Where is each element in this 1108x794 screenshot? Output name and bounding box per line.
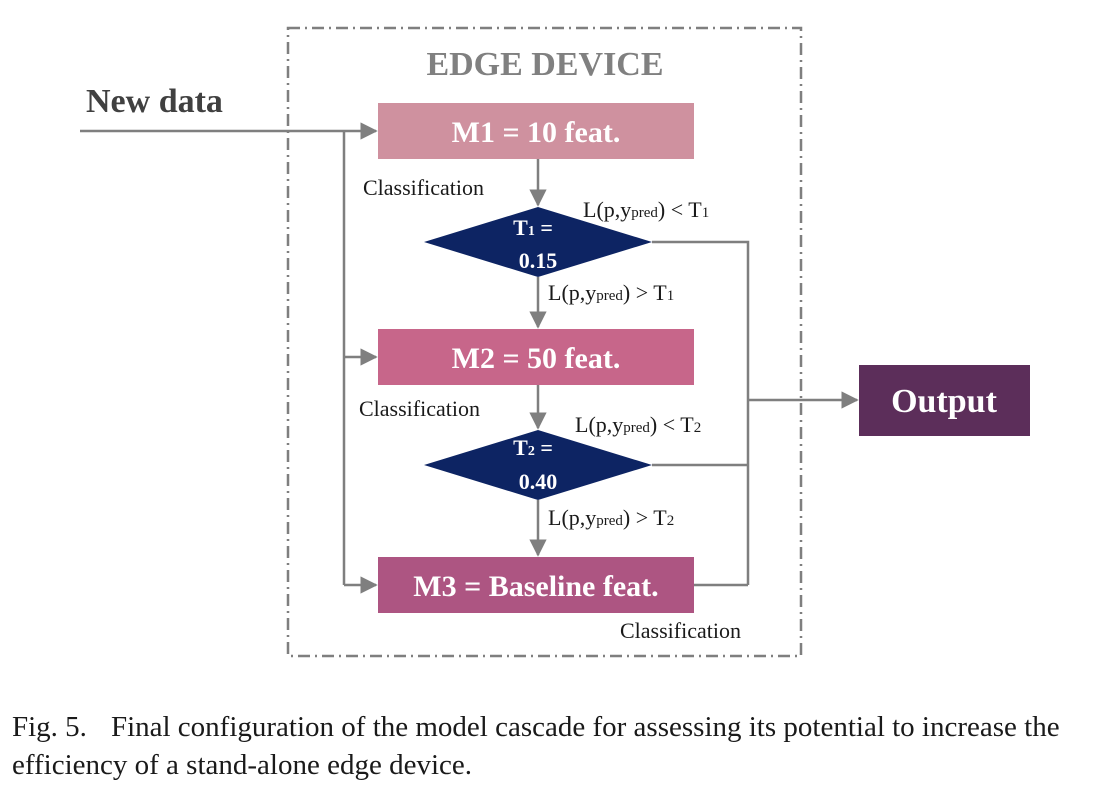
new-data-label: New data [86,83,223,120]
cascade-diagram: EDGE DEVICE New data M1 = 10 feat. Class… [80,26,1030,658]
caption-text: Final configuration of the model cascade… [12,711,1060,781]
t1-less-condition: L(p,ypred) < T1 [583,197,709,222]
output-label: Output [891,383,997,420]
model-m3-classification: Classification [620,618,741,643]
t1-to-output-line [652,240,750,585]
threshold-t1-diamond [424,207,652,277]
threshold-t2-value: 0.40 [519,469,558,494]
model-m3-label: M3 = Baseline feat. [413,570,658,603]
t2-greater-condition: L(p,ypred) > T2 [548,505,674,530]
edge-device-border [286,26,803,658]
model-m1-box [378,103,694,159]
model-m2-label: M2 = 50 feat. [452,342,621,375]
t1-greater-condition: L(p,ypred) > T1 [548,280,674,305]
threshold-t1-line1: T1 = [513,215,553,240]
edge-device-title: EDGE DEVICE [426,46,663,83]
model-m2-classification: Classification [359,396,480,421]
t2-less-condition: L(p,ypred) < T2 [575,412,701,437]
threshold-t2-line1: T2 = [513,435,553,460]
model-m1-label: M1 = 10 feat. [452,116,621,149]
output-box [859,365,1030,436]
figure-caption: Fig. 5.Final configuration of the model … [12,708,1102,784]
model-m3-box [378,557,694,613]
figure-number: Fig. 5. [12,711,87,743]
model-m1-classification: Classification [363,175,484,200]
model-m2-box [378,329,694,385]
threshold-t2-diamond [424,430,652,500]
threshold-t1-value: 0.15 [519,248,558,273]
